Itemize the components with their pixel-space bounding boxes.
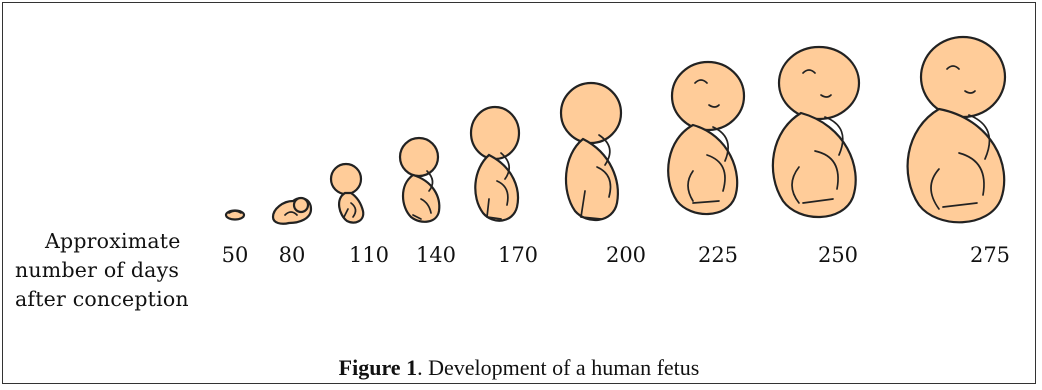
day-label-140: 140 [416, 243, 456, 267]
day-label-170: 170 [498, 243, 538, 267]
day-label-250: 250 [818, 243, 858, 267]
day-label-200: 200 [606, 243, 646, 267]
day-label-110: 110 [349, 243, 389, 267]
fetus-250-days [773, 47, 859, 217]
days-axis-label: Approximate number of days after concept… [15, 227, 211, 314]
fetus-225-days [668, 62, 744, 214]
fetus-170-days [471, 107, 519, 221]
day-label-225: 225 [698, 243, 738, 267]
fetus-50-days [226, 211, 244, 220]
fetus-80-days [273, 198, 311, 224]
day-label-275: 275 [970, 243, 1010, 267]
figure-frame: Approximate number of days after concept… [2, 2, 1036, 384]
caption-text: . Development of a human fetus [417, 355, 699, 380]
day-label-80: 80 [279, 243, 306, 267]
fetus-110-days [331, 164, 363, 223]
fetus-140-days [400, 138, 439, 222]
axis-label-line-1: Approximate [15, 227, 211, 256]
axis-label-line-2: number of days [15, 256, 211, 285]
fetus-275-days [908, 37, 1005, 222]
day-label-50: 50 [222, 243, 249, 267]
fetus-200-days [561, 83, 621, 220]
axis-label-line-3: after conception [15, 285, 211, 314]
caption-figure-number: Figure 1 [339, 355, 417, 380]
figure-caption: Figure 1. Development of a human fetus [3, 355, 1035, 381]
